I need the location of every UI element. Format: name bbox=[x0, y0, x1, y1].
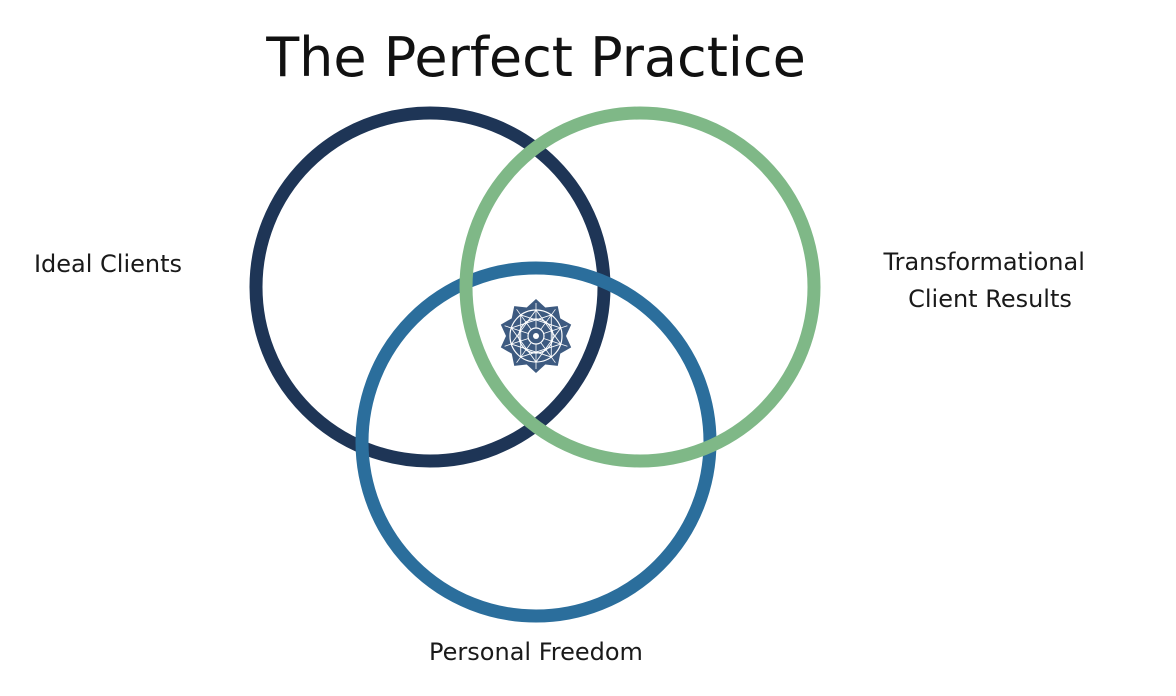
mandala-star-line bbox=[535, 309, 562, 345]
mandala-star-line bbox=[520, 314, 561, 329]
mandala-star-line bbox=[535, 327, 562, 363]
mandala-star-line bbox=[511, 343, 552, 358]
mandala-star-line bbox=[520, 343, 561, 358]
label-transformational-line-1: Transformational bbox=[882, 248, 1084, 276]
label-ideal-clients: Ideal Clients bbox=[34, 250, 182, 278]
mandala-spoke bbox=[516, 342, 532, 363]
label-personal-freedom-line-1: Personal Freedom bbox=[429, 638, 643, 666]
mandala-star-line bbox=[510, 327, 537, 363]
mandala-spoke bbox=[543, 338, 568, 347]
mandala-star-line bbox=[511, 314, 552, 329]
mandala-spoke bbox=[543, 325, 568, 334]
circle-ideal-clients bbox=[249, 106, 611, 468]
mandala-spoke bbox=[540, 342, 556, 363]
mandala-center-dot bbox=[533, 333, 539, 339]
mandala-spoke bbox=[540, 309, 556, 330]
label-transformational-client-results: Transformational Client Results bbox=[882, 248, 1092, 313]
mandala-spoke bbox=[516, 309, 532, 330]
page-title: The Perfect Practice bbox=[265, 26, 806, 89]
circle-transformational-client-results bbox=[459, 106, 821, 468]
mandala-spoke bbox=[504, 325, 529, 334]
mandala-spoke bbox=[504, 338, 529, 347]
label-ideal-clients-line-1: Ideal Clients bbox=[34, 250, 182, 278]
mandala-star-line bbox=[510, 309, 537, 345]
label-transformational-line-2: Client Results bbox=[908, 285, 1072, 313]
label-personal-freedom: Personal Freedom bbox=[429, 638, 643, 666]
mandala-icon bbox=[500, 299, 572, 373]
